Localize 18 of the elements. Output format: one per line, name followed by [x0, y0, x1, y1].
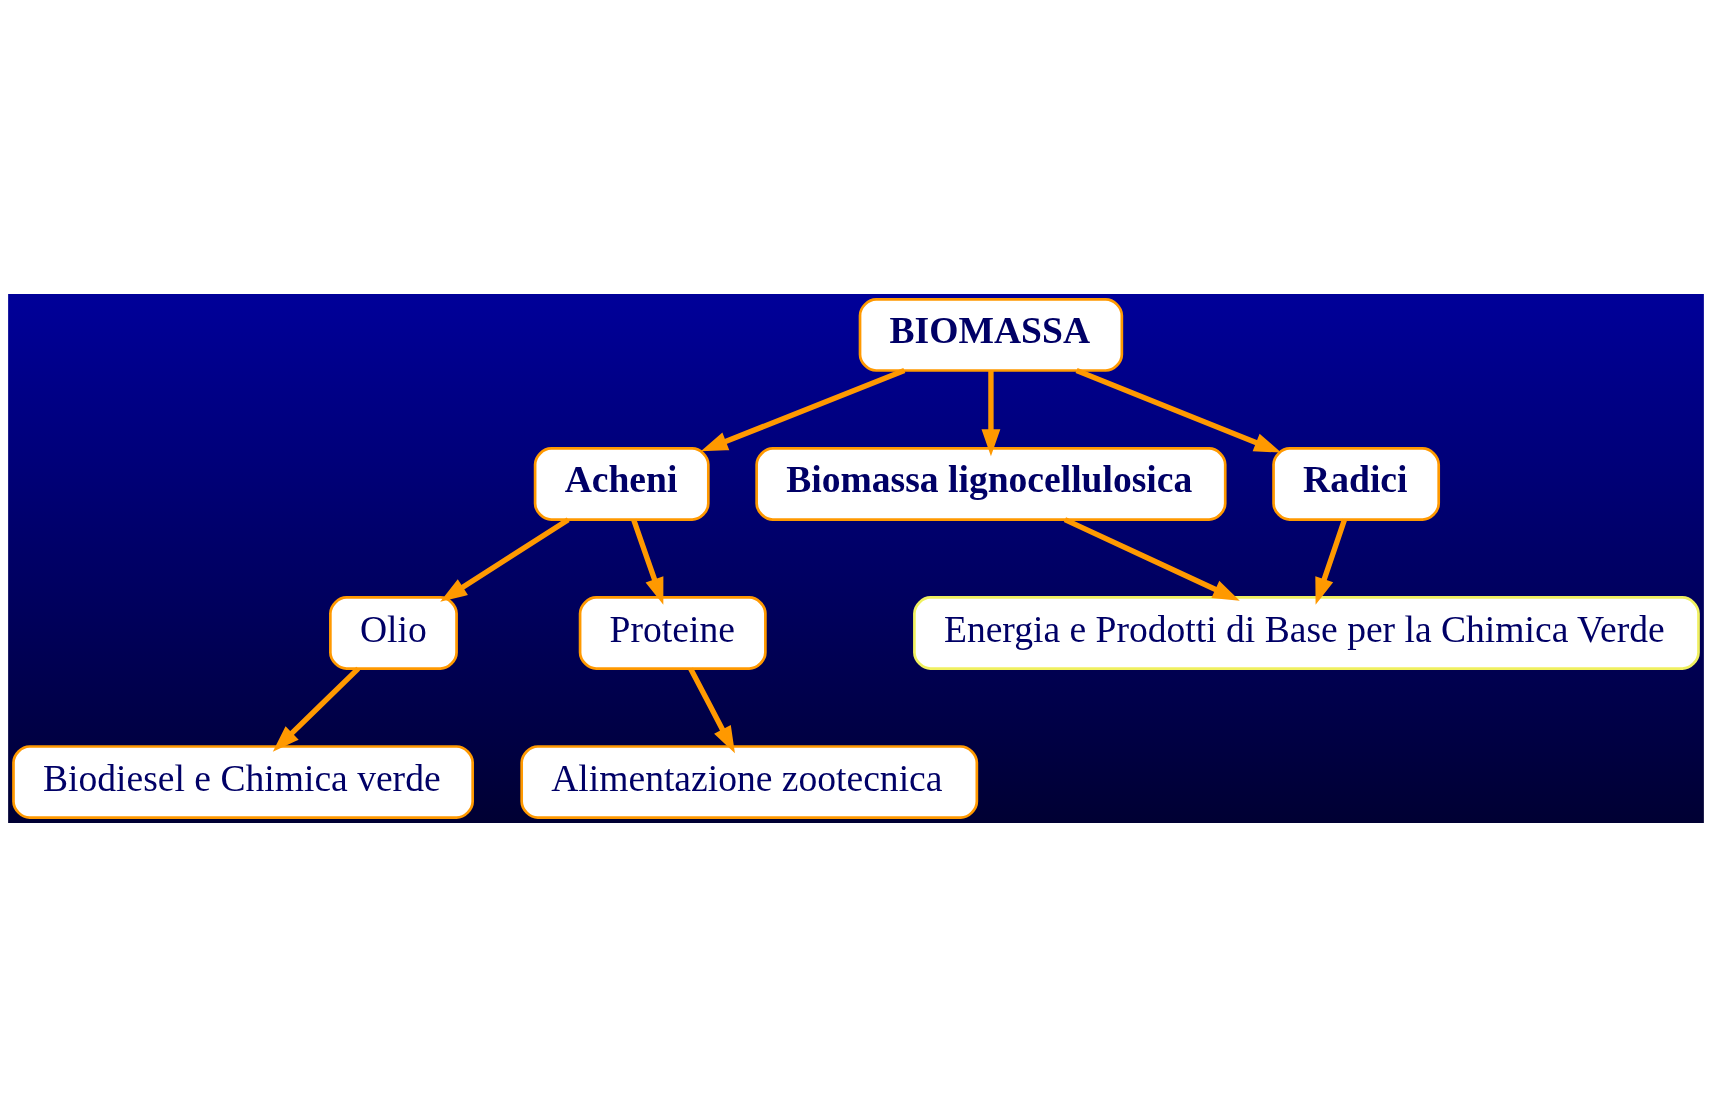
arrow: [1075, 368, 1282, 453]
arrow: [1063, 517, 1240, 601]
node-box: Radici: [1272, 447, 1441, 521]
arrow: [688, 667, 735, 754]
node-box: Proteine: [578, 596, 767, 670]
node-box: Biodiesel e Chimica verde: [12, 745, 475, 819]
arrow: [631, 518, 664, 605]
arrow: [272, 666, 361, 752]
node-box: Alimentazione zootecnica: [520, 745, 979, 819]
arrow: [700, 368, 906, 452]
node-box: Energia e Prodotti di Base per la Chimica Verde: [913, 596, 1700, 670]
node-box: BIOMASSA: [858, 298, 1124, 372]
node-box: Acheni: [533, 447, 710, 521]
arrow: [981, 370, 1001, 457]
arrow: [1315, 518, 1348, 605]
arrow: [440, 517, 570, 602]
node-box: Olio: [329, 596, 458, 670]
node-box: Biomassa lignocellulosica: [755, 447, 1227, 521]
